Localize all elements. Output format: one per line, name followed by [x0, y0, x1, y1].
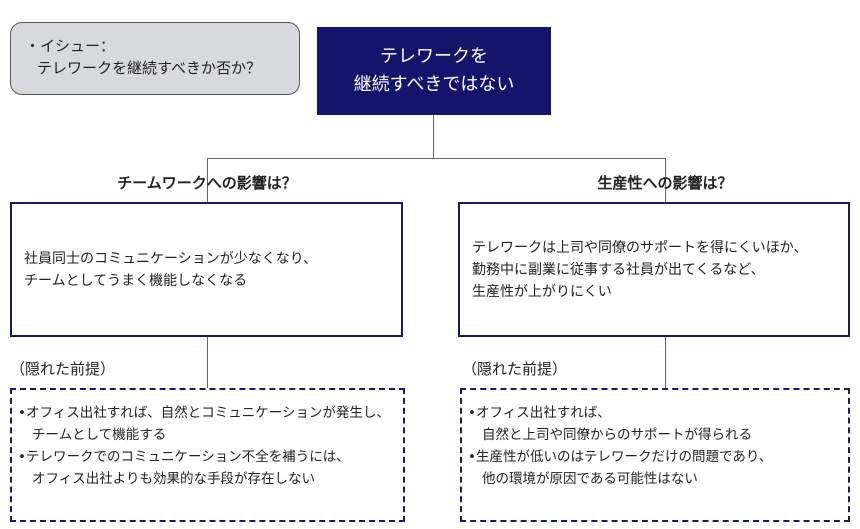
- assumption-cont: 他の環境が原因である可能性はない: [482, 471, 698, 487]
- issue-box: ・イシュー： テレワークを継続すべきか否か？: [10, 22, 300, 95]
- issue-label: ・イシュー：: [25, 37, 116, 55]
- connector-line: [207, 158, 666, 159]
- assumption-bullet: •オフィス出社すれば、: [468, 405, 611, 421]
- assumption-box-teamwork: •オフィス出社すれば、自然とコミュニケーションが発生し、 チームとして機能する …: [10, 388, 405, 522]
- connector-line: [433, 115, 434, 159]
- conclusion-box: テレワークを 継続すべきではない: [317, 27, 551, 115]
- reason-line: 社員同士のコミュニケーションが少なくなり、: [24, 250, 318, 267]
- assumption-bullet: •オフィス出社すれば、自然とコミュニケーションが発生し、: [18, 405, 390, 421]
- assumption-cont: チームとして機能する: [32, 427, 167, 443]
- hidden-assumption-label: （隠れた前提）: [462, 360, 568, 378]
- reason-line: チームとしてうまく機能しなくなる: [24, 272, 248, 289]
- assumption-bullet: •テレワークでのコミュニケーション不全を補うには、: [18, 449, 350, 465]
- branch-heading-productivity: 生産性への影響は？: [597, 174, 733, 192]
- assumption-box-productivity: •オフィス出社すれば、 自然と上司や同僚からのサポートが得られる •生産性が低い…: [460, 388, 850, 522]
- connector-line: [207, 337, 208, 388]
- branch-heading-teamwork: チームワークへの影響は？: [117, 174, 297, 192]
- assumption-cont: 自然と上司や同僚からのサポートが得られる: [482, 427, 752, 443]
- issue-question: テレワークを継続すべきか否か？: [37, 59, 261, 77]
- reason-line: 生産性が上がりにくい: [472, 283, 612, 300]
- assumption-bullet: •生産性が低いのはテレワークだけの問題であり、: [468, 449, 773, 465]
- hidden-assumption-label: （隠れた前提）: [10, 360, 116, 378]
- connector-line: [665, 158, 666, 202]
- reason-line: 勤務中に副業に従事する社員が出てくるなど、: [472, 261, 765, 278]
- reason-box-teamwork: 社員同士のコミュニケーションが少なくなり、 チームとしてうまく機能しなくなる: [10, 202, 403, 337]
- reason-box-productivity: テレワークは上司や同僚のサポートを得にくいほか、 勤務中に副業に従事する社員が出…: [458, 202, 850, 337]
- conclusion-line-2: 継続すべきではない: [353, 74, 515, 95]
- connector-line: [207, 158, 208, 202]
- reason-line: テレワークは上司や同僚のサポートを得にくいほか、: [472, 239, 808, 256]
- conclusion-line-1: テレワークを: [380, 46, 488, 67]
- assumption-cont: オフィス出社よりも効果的な手段が存在しない: [32, 471, 315, 487]
- connector-line: [665, 337, 666, 388]
